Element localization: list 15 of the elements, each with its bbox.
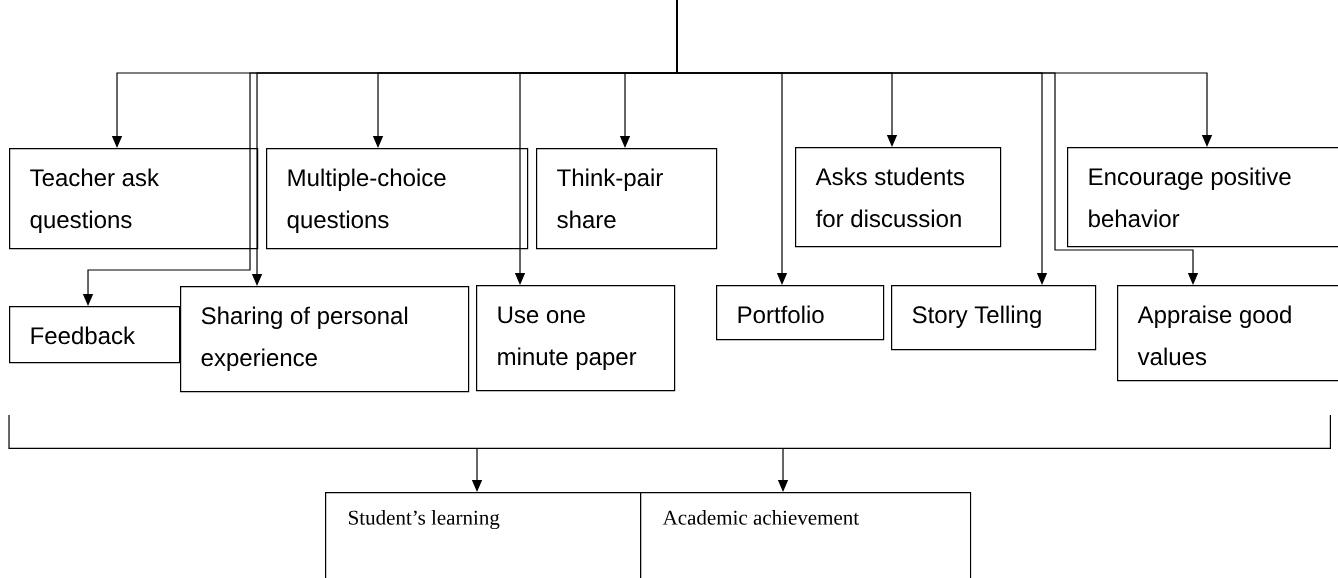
text-box: Multiple-choice questions xyxy=(266,148,529,250)
text-box: Asks students for discussion xyxy=(795,147,1002,248)
text-box: Appraise good values xyxy=(1117,285,1338,382)
text-box: Sharing of personal experience xyxy=(180,286,470,393)
text-box: Think-pair share xyxy=(536,148,718,250)
arrow xyxy=(676,0,1199,285)
text-box: Academic achievement xyxy=(640,492,972,578)
text-box: Student’s learning xyxy=(325,492,642,578)
text-box: Story Telling xyxy=(891,285,1097,351)
text-box: Teacher ask questions xyxy=(9,148,259,250)
text-box: Feedback xyxy=(9,306,181,364)
text-box: Use one minute paper xyxy=(476,285,676,392)
text-box: Portfolio xyxy=(716,285,885,341)
bracket xyxy=(8,414,1331,449)
text-box: Encourage positive behavior xyxy=(1067,147,1338,248)
